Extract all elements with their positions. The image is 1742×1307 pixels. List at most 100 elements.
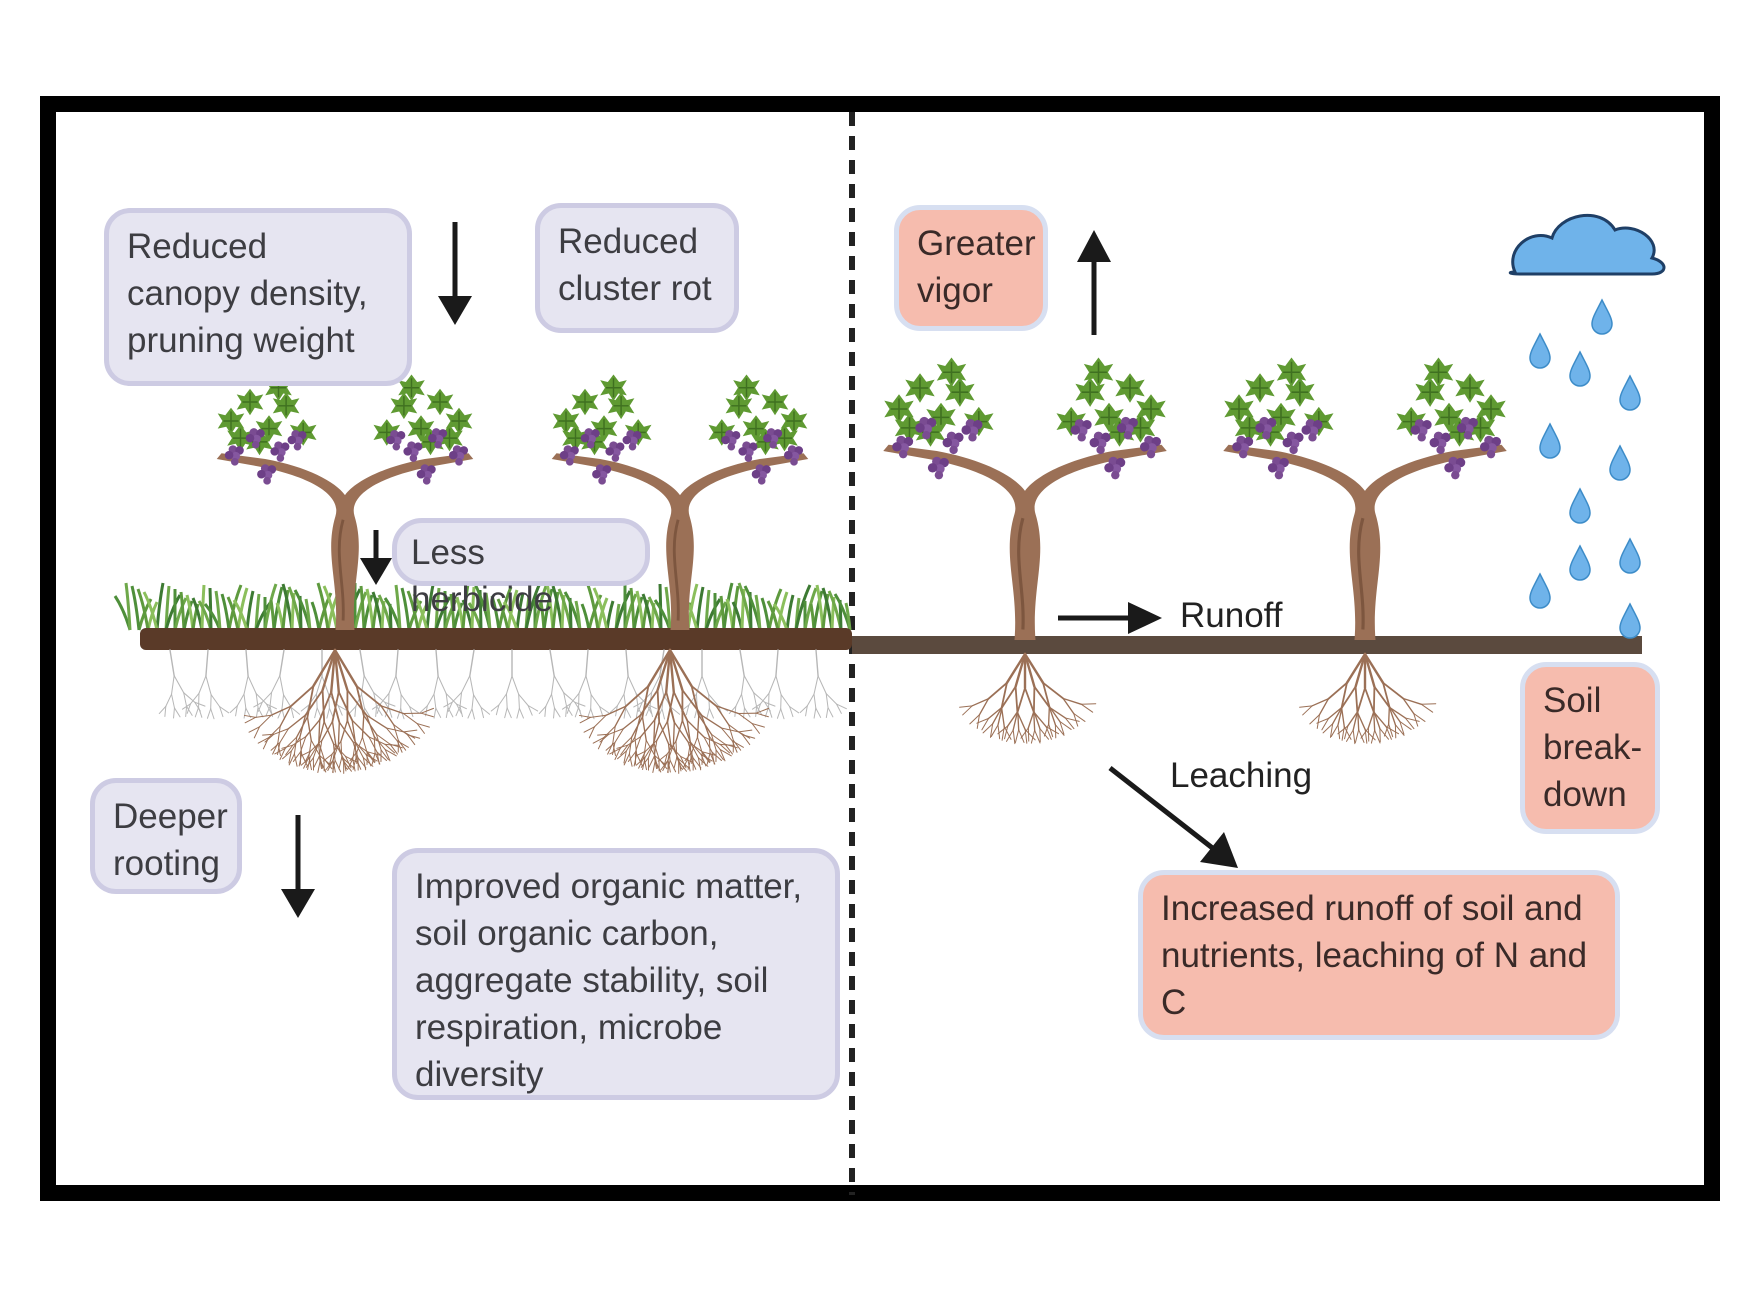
root-segment — [666, 740, 677, 755]
root-segment — [634, 736, 638, 755]
root-segment — [835, 703, 842, 714]
root-segment — [356, 736, 363, 753]
root-segment — [333, 648, 358, 688]
root-segment — [1363, 652, 1385, 685]
grass-blade — [353, 591, 368, 631]
root-segment — [789, 706, 794, 718]
less-herbicide-box: Less herbicide — [392, 518, 650, 619]
root-segment — [385, 727, 398, 742]
root-segment — [1345, 652, 1367, 685]
root-segment — [361, 693, 365, 709]
root-segment — [277, 742, 282, 757]
root-segment — [1043, 723, 1050, 737]
grass-blade — [754, 594, 762, 631]
root-segment — [375, 733, 391, 745]
root-segment — [672, 721, 675, 746]
root-segment — [376, 751, 387, 761]
grass-blade — [245, 590, 255, 631]
root-segment — [426, 693, 435, 707]
raindrops-icon — [1529, 299, 1641, 639]
root-segment — [648, 756, 655, 768]
root-segment — [229, 705, 238, 714]
root-segment — [245, 649, 249, 677]
root-segment — [389, 743, 398, 755]
root-segment — [566, 703, 572, 714]
root-segment — [396, 740, 409, 748]
root-segment — [210, 708, 215, 720]
soil-breakdown-box: Soil break-down — [1520, 662, 1660, 834]
grass-blade — [310, 601, 321, 631]
root-segment — [265, 703, 277, 710]
root-segment — [1080, 703, 1097, 705]
root-segment — [835, 703, 847, 710]
root-segment — [728, 705, 737, 715]
root-segment — [261, 691, 273, 703]
root-segment — [264, 733, 275, 743]
root-segment — [627, 736, 642, 746]
root-segment — [248, 726, 261, 733]
root-segment — [346, 689, 368, 717]
root-segment — [637, 701, 643, 712]
root-segment — [344, 755, 352, 769]
root-segment — [292, 736, 307, 746]
root-segment — [1330, 724, 1339, 737]
grass-blade — [524, 582, 542, 631]
root-segment — [332, 742, 346, 757]
grass-blade — [586, 584, 600, 631]
root-segment — [1309, 714, 1320, 725]
root-segment — [333, 648, 349, 692]
root-segment — [708, 707, 714, 719]
arrow-runoff-right-icon — [1058, 602, 1162, 634]
root-segment — [333, 648, 340, 694]
root-segment — [679, 755, 693, 763]
root-segment — [641, 716, 647, 741]
root-segment — [1354, 729, 1360, 744]
root-segment — [403, 729, 418, 733]
grass-blade — [632, 596, 644, 631]
root-segment — [292, 751, 301, 762]
grass-blade — [484, 592, 492, 631]
root-segment — [825, 693, 837, 705]
root-segment — [173, 707, 175, 719]
root-segment — [971, 698, 990, 707]
deeper-rooting-text: Deeper rooting — [113, 797, 228, 883]
root-segment — [253, 701, 263, 708]
grass-blade — [760, 597, 771, 631]
root-segment — [1047, 705, 1051, 725]
root-segment — [445, 693, 457, 705]
root-segment — [780, 694, 791, 708]
root-segment — [690, 685, 717, 707]
root-segment — [1042, 681, 1051, 708]
root-segment — [282, 750, 292, 760]
root-segment — [313, 756, 320, 768]
root-segment — [384, 749, 391, 762]
root-segment — [459, 705, 464, 718]
grass-blade — [443, 599, 458, 631]
root-segment — [715, 705, 730, 726]
root-segment — [743, 675, 755, 694]
root-segment — [1004, 725, 1009, 740]
root-segment — [337, 690, 354, 722]
arrow-vigor-up-icon — [1077, 230, 1111, 335]
root-segment — [332, 742, 336, 761]
root-segment — [696, 736, 703, 754]
canopy-density-box: Reduced canopy density, pruning weight — [104, 208, 412, 386]
root-segment — [1014, 652, 1027, 688]
root-segment — [1024, 687, 1035, 713]
root-segment — [825, 693, 829, 709]
root-segment — [553, 675, 565, 694]
root-segment — [603, 725, 616, 739]
cover-crop-grass — [113, 582, 852, 631]
root-segment — [665, 648, 672, 694]
root-segment — [553, 707, 561, 718]
root-segment — [330, 690, 341, 724]
root-segment — [1003, 726, 1012, 740]
root-segment — [1054, 724, 1065, 736]
root-segment — [315, 675, 323, 695]
root-segment — [1402, 697, 1423, 705]
root-segment — [244, 716, 257, 724]
root-segment — [300, 704, 310, 712]
root-segment — [406, 734, 416, 746]
root-segment — [1356, 711, 1366, 731]
root-segment — [775, 675, 782, 696]
